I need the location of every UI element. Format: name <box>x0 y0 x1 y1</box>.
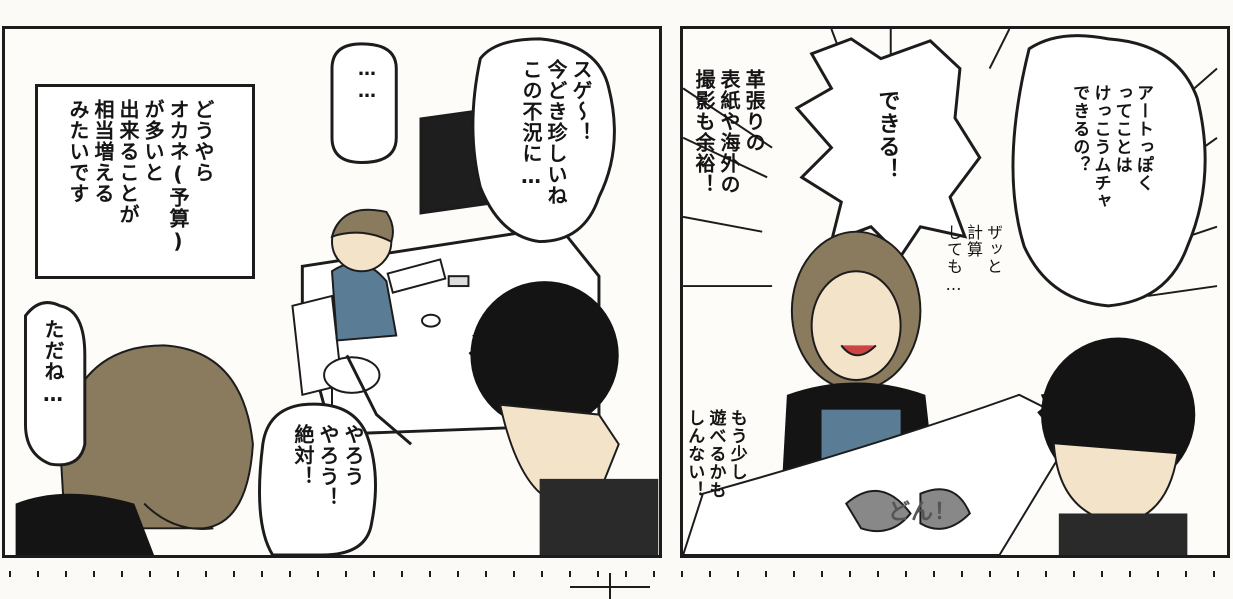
art-bubble-text: アートっぽく ってことは けっこうムチャ できるの？ <box>1069 84 1153 210</box>
foreground-curly-hair <box>470 281 619 430</box>
kawabari-text: 革張りの 表紙や海外の 撮影も余裕！ <box>692 69 766 195</box>
dekiru-shout-text: できる！ <box>874 89 900 181</box>
keyboard <box>386 258 447 294</box>
narration-box <box>35 84 255 279</box>
foreground-left-hair <box>59 344 254 530</box>
asoberu-text: もう少し 遊べるかも しんない！ <box>684 409 747 499</box>
panel-right-illustration <box>683 29 1218 555</box>
suge-bubble <box>471 37 616 244</box>
don-sfx <box>844 489 912 533</box>
dots-bubble <box>330 42 398 164</box>
handwritten-calc-text: ザッと 計算 しても… <box>944 224 1003 295</box>
mouse <box>420 313 441 328</box>
art-bubble <box>1011 34 1207 308</box>
panel-left-illustration <box>15 37 659 555</box>
don-sfx-text: どん！ <box>888 500 958 525</box>
narration-text: どうやら オカネ(予算) が多いと 出来ることが 相当増える みたいです <box>66 99 215 254</box>
woman-face <box>810 270 902 381</box>
manga-panel-right: アートっぽく ってことは けっこうムチャ できるの？ できる！ 革張りの 表紙や… <box>680 26 1230 558</box>
patterned-shirt <box>539 478 659 555</box>
manga-panel-left: どうやら オカネ(予算) が多いと 出来ることが 相当増える みたいです …… … <box>2 26 662 558</box>
dots-bubble-text: …… <box>356 59 378 103</box>
dekiru-shout-bubble <box>794 37 982 259</box>
yarou-bubble-text: やろう やろう！ 絶対！ <box>291 424 365 508</box>
suge-bubble-text: スゲ～！ 今どき珍しいね この不況に… <box>519 59 593 206</box>
yarou-bubble <box>258 402 377 555</box>
tadane-bubble <box>24 301 87 467</box>
tadane-bubble-text: ただね… <box>41 319 65 407</box>
bottom-tick-ruler <box>9 571 1215 599</box>
